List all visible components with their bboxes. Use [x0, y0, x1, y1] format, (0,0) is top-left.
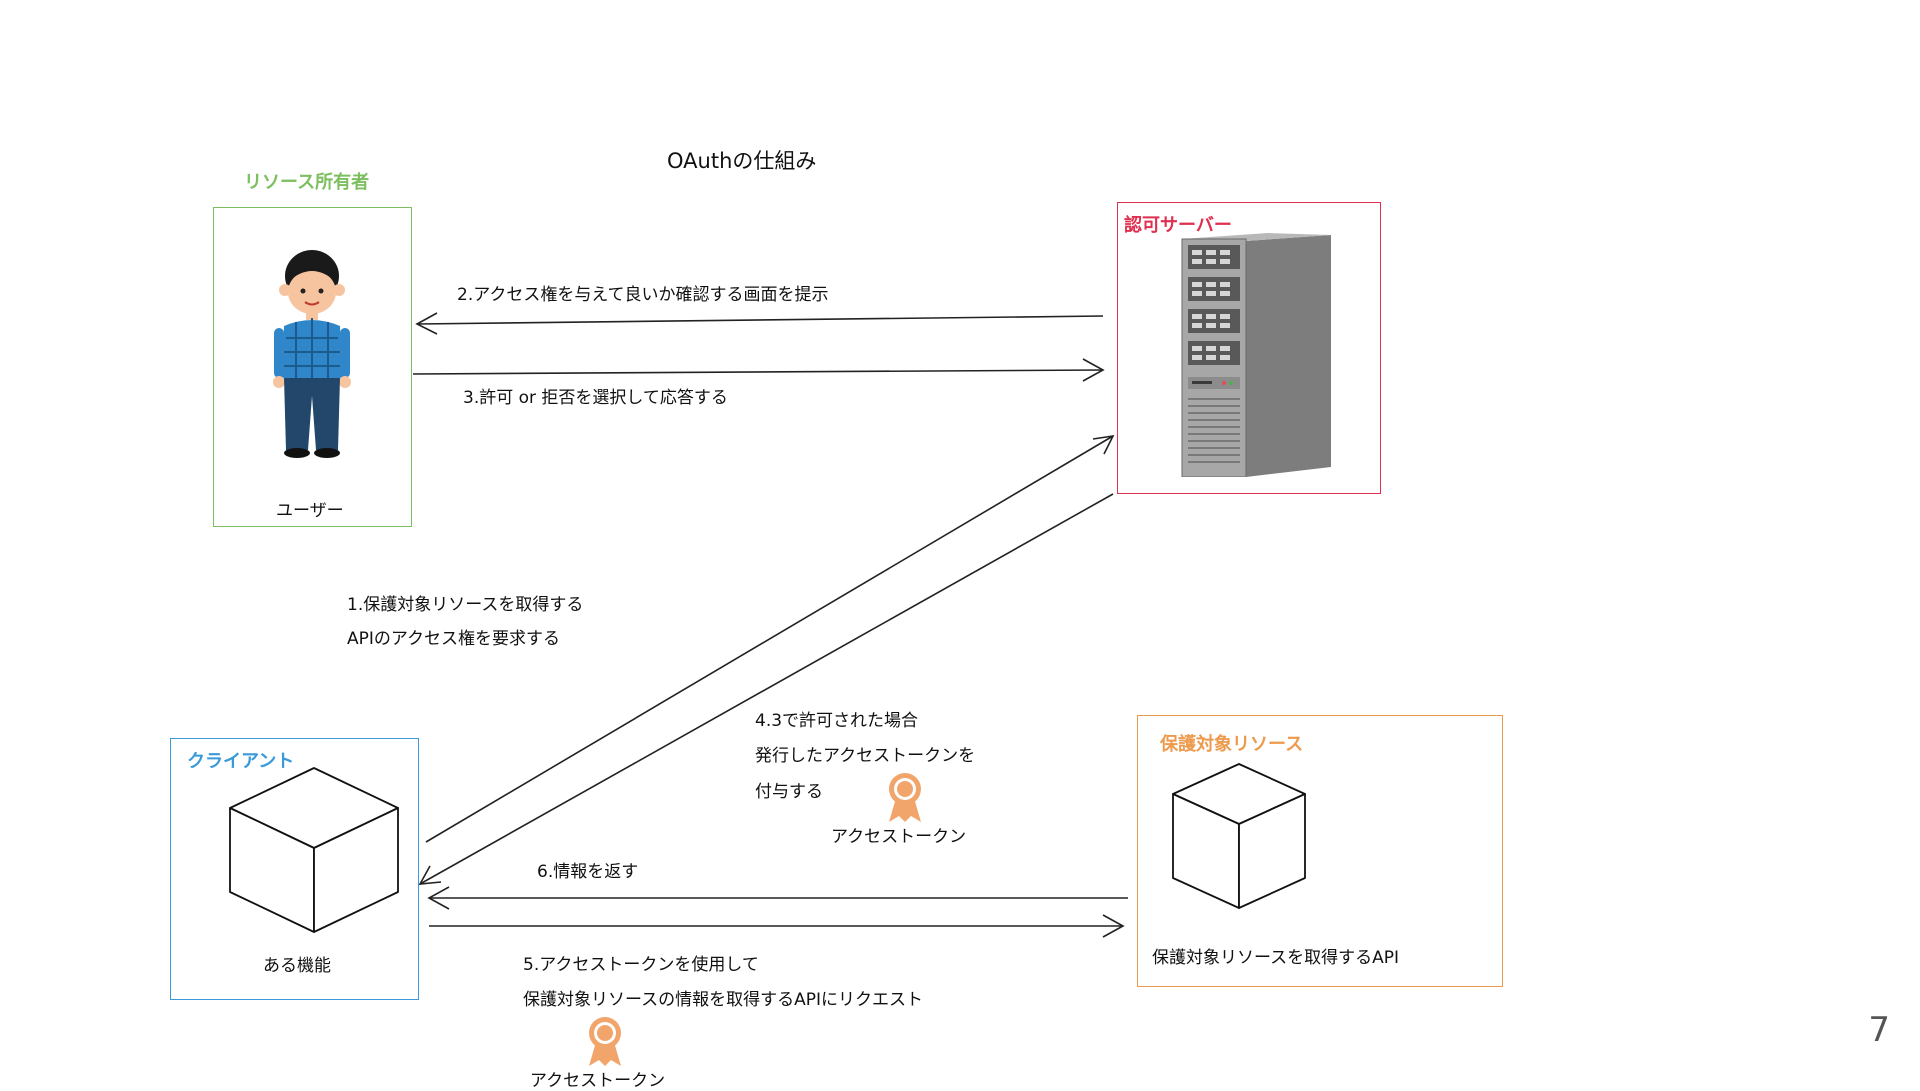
ribbon-icon — [589, 1017, 621, 1066]
arrowhead-step2 — [415, 312, 438, 335]
arrow-step1 — [425, 435, 1114, 843]
person-icon — [273, 250, 351, 458]
step1-label-line1: 1.保護対象リソースを取得する — [347, 595, 584, 615]
arrowhead-step3 — [1082, 358, 1105, 382]
step3-label: 3.許可 or 拒否を選択して応答する — [463, 388, 728, 408]
cube-icon — [229, 767, 399, 933]
resource-owner-caption: ユーザー — [276, 501, 344, 521]
protected-resource-caption: 保護対象リソースを取得するAPI — [1152, 948, 1400, 968]
arrowhead-step5 — [1102, 914, 1125, 938]
access-token-label: アクセストークン — [530, 1071, 666, 1091]
auth-server-box: 認可サーバー — [1117, 202, 1381, 494]
arrow-step2 — [416, 315, 1104, 325]
step6-label: 6.情報を返す — [537, 862, 639, 882]
client-caption: ある機能 — [263, 956, 331, 976]
auth-server-title: 認可サーバー — [1124, 215, 1232, 236]
step4-label-line2: 発行したアクセストークンを — [755, 746, 976, 766]
cube-icon — [1172, 763, 1306, 909]
client-title: クライアント — [187, 751, 295, 772]
step4-label-line3: 付与する — [755, 782, 823, 802]
ribbon-icon — [889, 773, 921, 822]
diagram-title: OAuthの仕組み — [667, 149, 817, 173]
arrow-step3 — [412, 369, 1104, 375]
resource-owner-title: リソース所有者 — [244, 172, 370, 193]
step1-label-line2: APIのアクセス権を要求する — [347, 629, 561, 649]
step2-label: 2.アクセス権を与えて良いか確認する画面を提示 — [457, 285, 829, 305]
step5-label-line2: 保護対象リソースの情報を取得するAPIにリクエスト — [523, 990, 924, 1010]
arrowhead-step1 — [1092, 434, 1115, 455]
step5-label-line1: 5.アクセストークンを使用して — [523, 955, 759, 975]
arrowhead-step4 — [418, 865, 442, 885]
arrowhead-step6 — [427, 886, 450, 910]
protected-resource-box: 保護対象リソース 保護対象リソースを取得するAPI — [1137, 715, 1503, 987]
access-token-label: アクセストークン — [831, 827, 967, 847]
step4-label-line1: 4.3で許可された場合 — [755, 711, 919, 731]
client-box: クライアント ある機能 — [170, 738, 419, 1000]
server-icon — [1181, 233, 1331, 477]
arrow-step4 — [419, 493, 1114, 885]
page-number: 7 — [1868, 1010, 1890, 1050]
protected-resource-title: 保護対象リソース — [1160, 734, 1304, 755]
resource-owner-box: ユーザー — [213, 207, 412, 527]
